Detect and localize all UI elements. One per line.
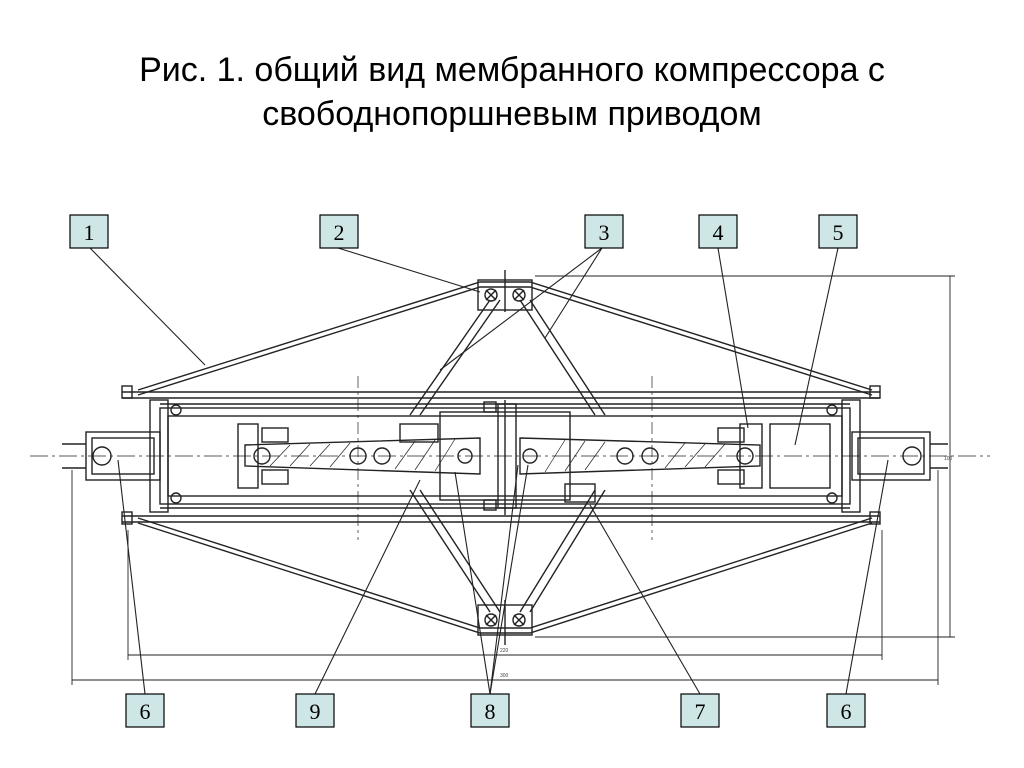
corner-bolts xyxy=(170,404,838,504)
leader-2 xyxy=(337,247,481,293)
figure-title-line-1: Рис. 1. общий вид мембранного компрессор… xyxy=(139,51,885,89)
hinge-top xyxy=(477,270,533,312)
leader-6b xyxy=(845,459,889,695)
leader-9 xyxy=(314,479,421,695)
leader-3a xyxy=(439,247,603,371)
callout-7-label: 7 xyxy=(695,699,706,724)
dimension-height: 100 xyxy=(944,456,953,462)
leader-8c xyxy=(489,464,529,695)
callout-2: 2 xyxy=(319,214,359,249)
leader-8b xyxy=(489,464,519,695)
leader-3b xyxy=(544,247,603,339)
callout-9-label: 9 xyxy=(310,699,321,724)
callout-1: 1 xyxy=(69,214,109,249)
outer-rails xyxy=(121,385,881,525)
callout-5: 5 xyxy=(818,214,858,249)
leader-6a xyxy=(117,459,146,695)
callout-4: 4 xyxy=(698,214,738,249)
callout-4-label: 4 xyxy=(713,220,724,245)
leader-8a xyxy=(454,471,491,695)
dimension-inner: 220 xyxy=(500,648,509,654)
leader-4 xyxy=(717,247,749,429)
callout-3: 3 xyxy=(584,214,624,249)
callout-6-right: 6 xyxy=(826,693,866,728)
dimension-outer: 300 xyxy=(500,673,509,679)
bushings xyxy=(237,423,831,503)
dimension-lines xyxy=(71,275,955,685)
leader-5 xyxy=(794,247,839,446)
callout-6-left-label: 6 xyxy=(140,699,151,724)
callout-8: 8 xyxy=(470,693,510,728)
callout-6-right-label: 6 xyxy=(841,699,852,724)
callout-7: 7 xyxy=(680,693,720,728)
callout-9: 9 xyxy=(295,693,335,728)
struts-top xyxy=(409,299,606,416)
leader-7 xyxy=(589,504,701,695)
figure-title: Рис. 1. общий вид мембранного компрессор… xyxy=(0,48,1024,136)
callout-3-label: 3 xyxy=(599,220,610,245)
callout-1-label: 1 xyxy=(84,220,95,245)
figure-title-line-2: свободнопоршневым приводом xyxy=(262,95,762,133)
callout-6-left: 6 xyxy=(125,693,165,728)
callout-8-label: 8 xyxy=(485,699,496,724)
leader-1 xyxy=(89,247,206,366)
leader-lines xyxy=(89,247,889,695)
callout-2-label: 2 xyxy=(334,220,345,245)
callout-5-label: 5 xyxy=(833,220,844,245)
